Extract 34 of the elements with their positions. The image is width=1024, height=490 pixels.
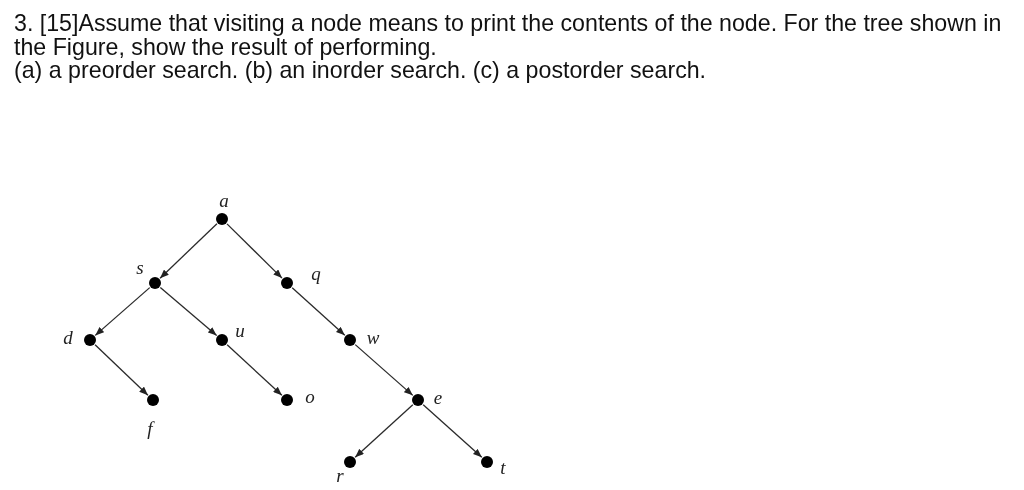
node-dot xyxy=(344,456,356,468)
node-dot xyxy=(344,334,356,346)
node-label: f xyxy=(147,419,153,437)
arrow xyxy=(354,344,414,396)
arrow xyxy=(422,404,483,458)
arrow xyxy=(226,223,283,279)
node-label: o xyxy=(305,387,315,405)
node-dot xyxy=(481,456,493,468)
arrow xyxy=(291,287,346,336)
arrow xyxy=(94,344,149,396)
node-label: e xyxy=(433,388,443,406)
node-dot xyxy=(216,213,228,225)
node-dot xyxy=(216,334,228,346)
node-dot xyxy=(281,277,293,289)
node-label: s xyxy=(136,258,144,276)
node-dot xyxy=(84,334,96,346)
arrow xyxy=(159,223,218,279)
arrow xyxy=(94,286,151,337)
node-label: u xyxy=(235,321,245,339)
node-label: a xyxy=(219,191,229,209)
arrow xyxy=(354,404,414,458)
node-label: d xyxy=(63,328,73,346)
arrow xyxy=(226,344,283,396)
arrow xyxy=(159,286,218,337)
question-text: 3. [15]Assume that visiting a node means to print the contents of the node. For the tree shown in the Figure, show the result of performing. xyxy=(14,12,1003,59)
node-label: q xyxy=(311,264,321,282)
node-label: w xyxy=(366,328,380,346)
node-dot xyxy=(281,394,293,406)
node-dot xyxy=(147,394,159,406)
node-label: r xyxy=(336,466,344,484)
node-label: t xyxy=(500,458,506,476)
node-dot xyxy=(149,277,161,289)
subquestion-text: (a) a preorder search. (b) an inorder search. (c) a postorder search. xyxy=(14,59,707,83)
node-dot xyxy=(412,394,424,406)
